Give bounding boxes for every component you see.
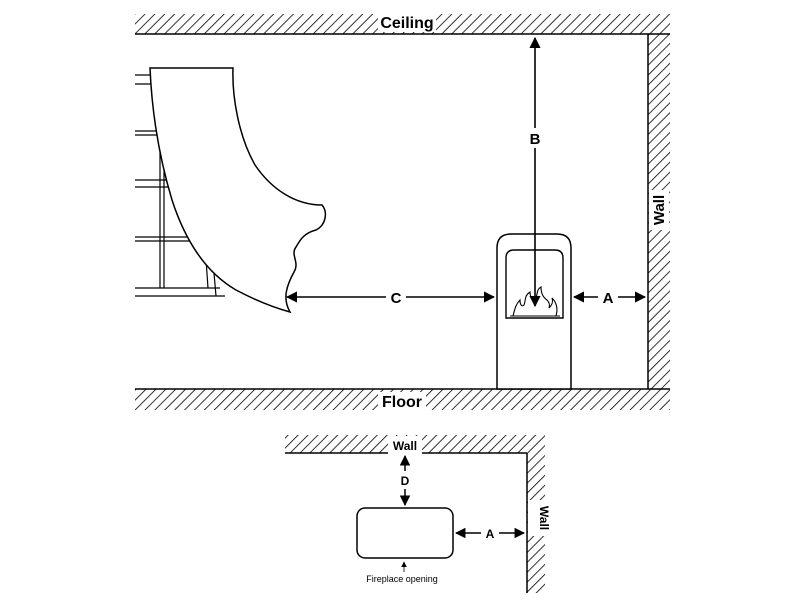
right-wall-label-bg: [528, 500, 545, 536]
dimension-d-label: D: [401, 474, 410, 488]
dimension-a-side-label-bg: [598, 287, 618, 307]
fireplace-footprint: [356, 507, 454, 559]
curtain: [149, 67, 327, 314]
wall-label: Wall: [651, 195, 668, 225]
top-wall-label-bg: [388, 436, 422, 454]
dimension-a-top-label: A: [486, 527, 495, 541]
top-wall-label: Wall: [393, 439, 417, 453]
wall-label-bg: [649, 190, 669, 230]
opening-callout: Fireplace opening: [366, 561, 438, 584]
dimension-b-label: B: [530, 131, 541, 148]
dimension-a-side-label: A: [603, 290, 614, 307]
fireplace-opening-caption: Fireplace opening: [366, 574, 438, 584]
dimension-c: C: [285, 287, 496, 307]
dimension-b-label-bg: [526, 128, 544, 148]
stove: [496, 233, 572, 390]
right-wall-label: Wall: [537, 506, 551, 530]
dimension-a-top: A: [454, 524, 526, 542]
dimension-d-label-bg: [398, 471, 412, 489]
dimension-c-label: C: [391, 290, 402, 307]
floor: Floor: [135, 388, 670, 412]
top-wall: Wall: [285, 435, 545, 454]
dimension-a-side: A: [572, 287, 647, 307]
right-wall: Wall: [647, 34, 670, 389]
dimension-a-top-label-bg: [481, 524, 499, 542]
dimension-c-label-bg: [386, 287, 406, 307]
floor-label-bg: [378, 392, 426, 412]
floor-label: Floor: [382, 394, 422, 411]
top-view: Wall Wall D A Fireplace opening: [285, 435, 551, 593]
ceiling: Ceiling: [135, 12, 670, 35]
ceiling-label-bg: [378, 12, 436, 32]
dimension-b: B: [526, 36, 544, 308]
dimension-d: D: [398, 454, 412, 507]
top-view-right-wall: Wall: [526, 453, 551, 593]
side-view: Ceiling Wall Floor: [135, 12, 670, 412]
ceiling-label: Ceiling: [380, 15, 433, 32]
